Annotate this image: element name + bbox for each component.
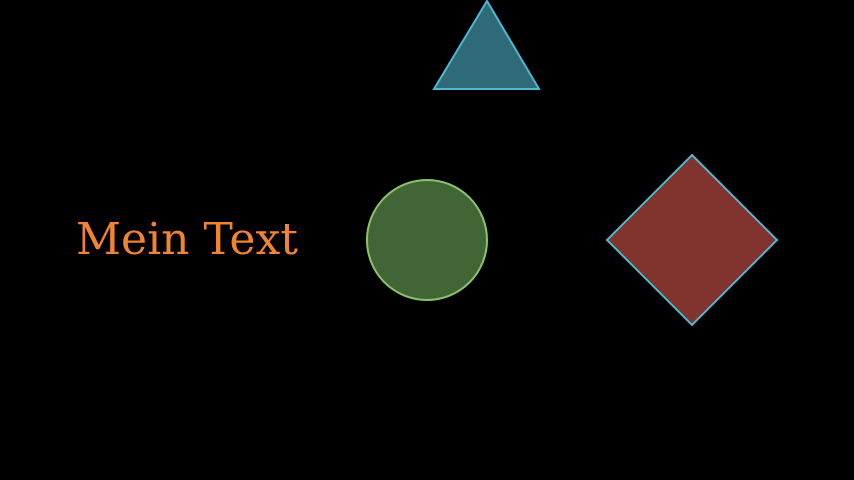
triangle-shape[interactable] xyxy=(432,0,541,90)
circle-shape[interactable] xyxy=(366,179,488,301)
text-label[interactable]: Mein Text xyxy=(76,214,298,265)
diamond-shape[interactable] xyxy=(605,153,779,327)
